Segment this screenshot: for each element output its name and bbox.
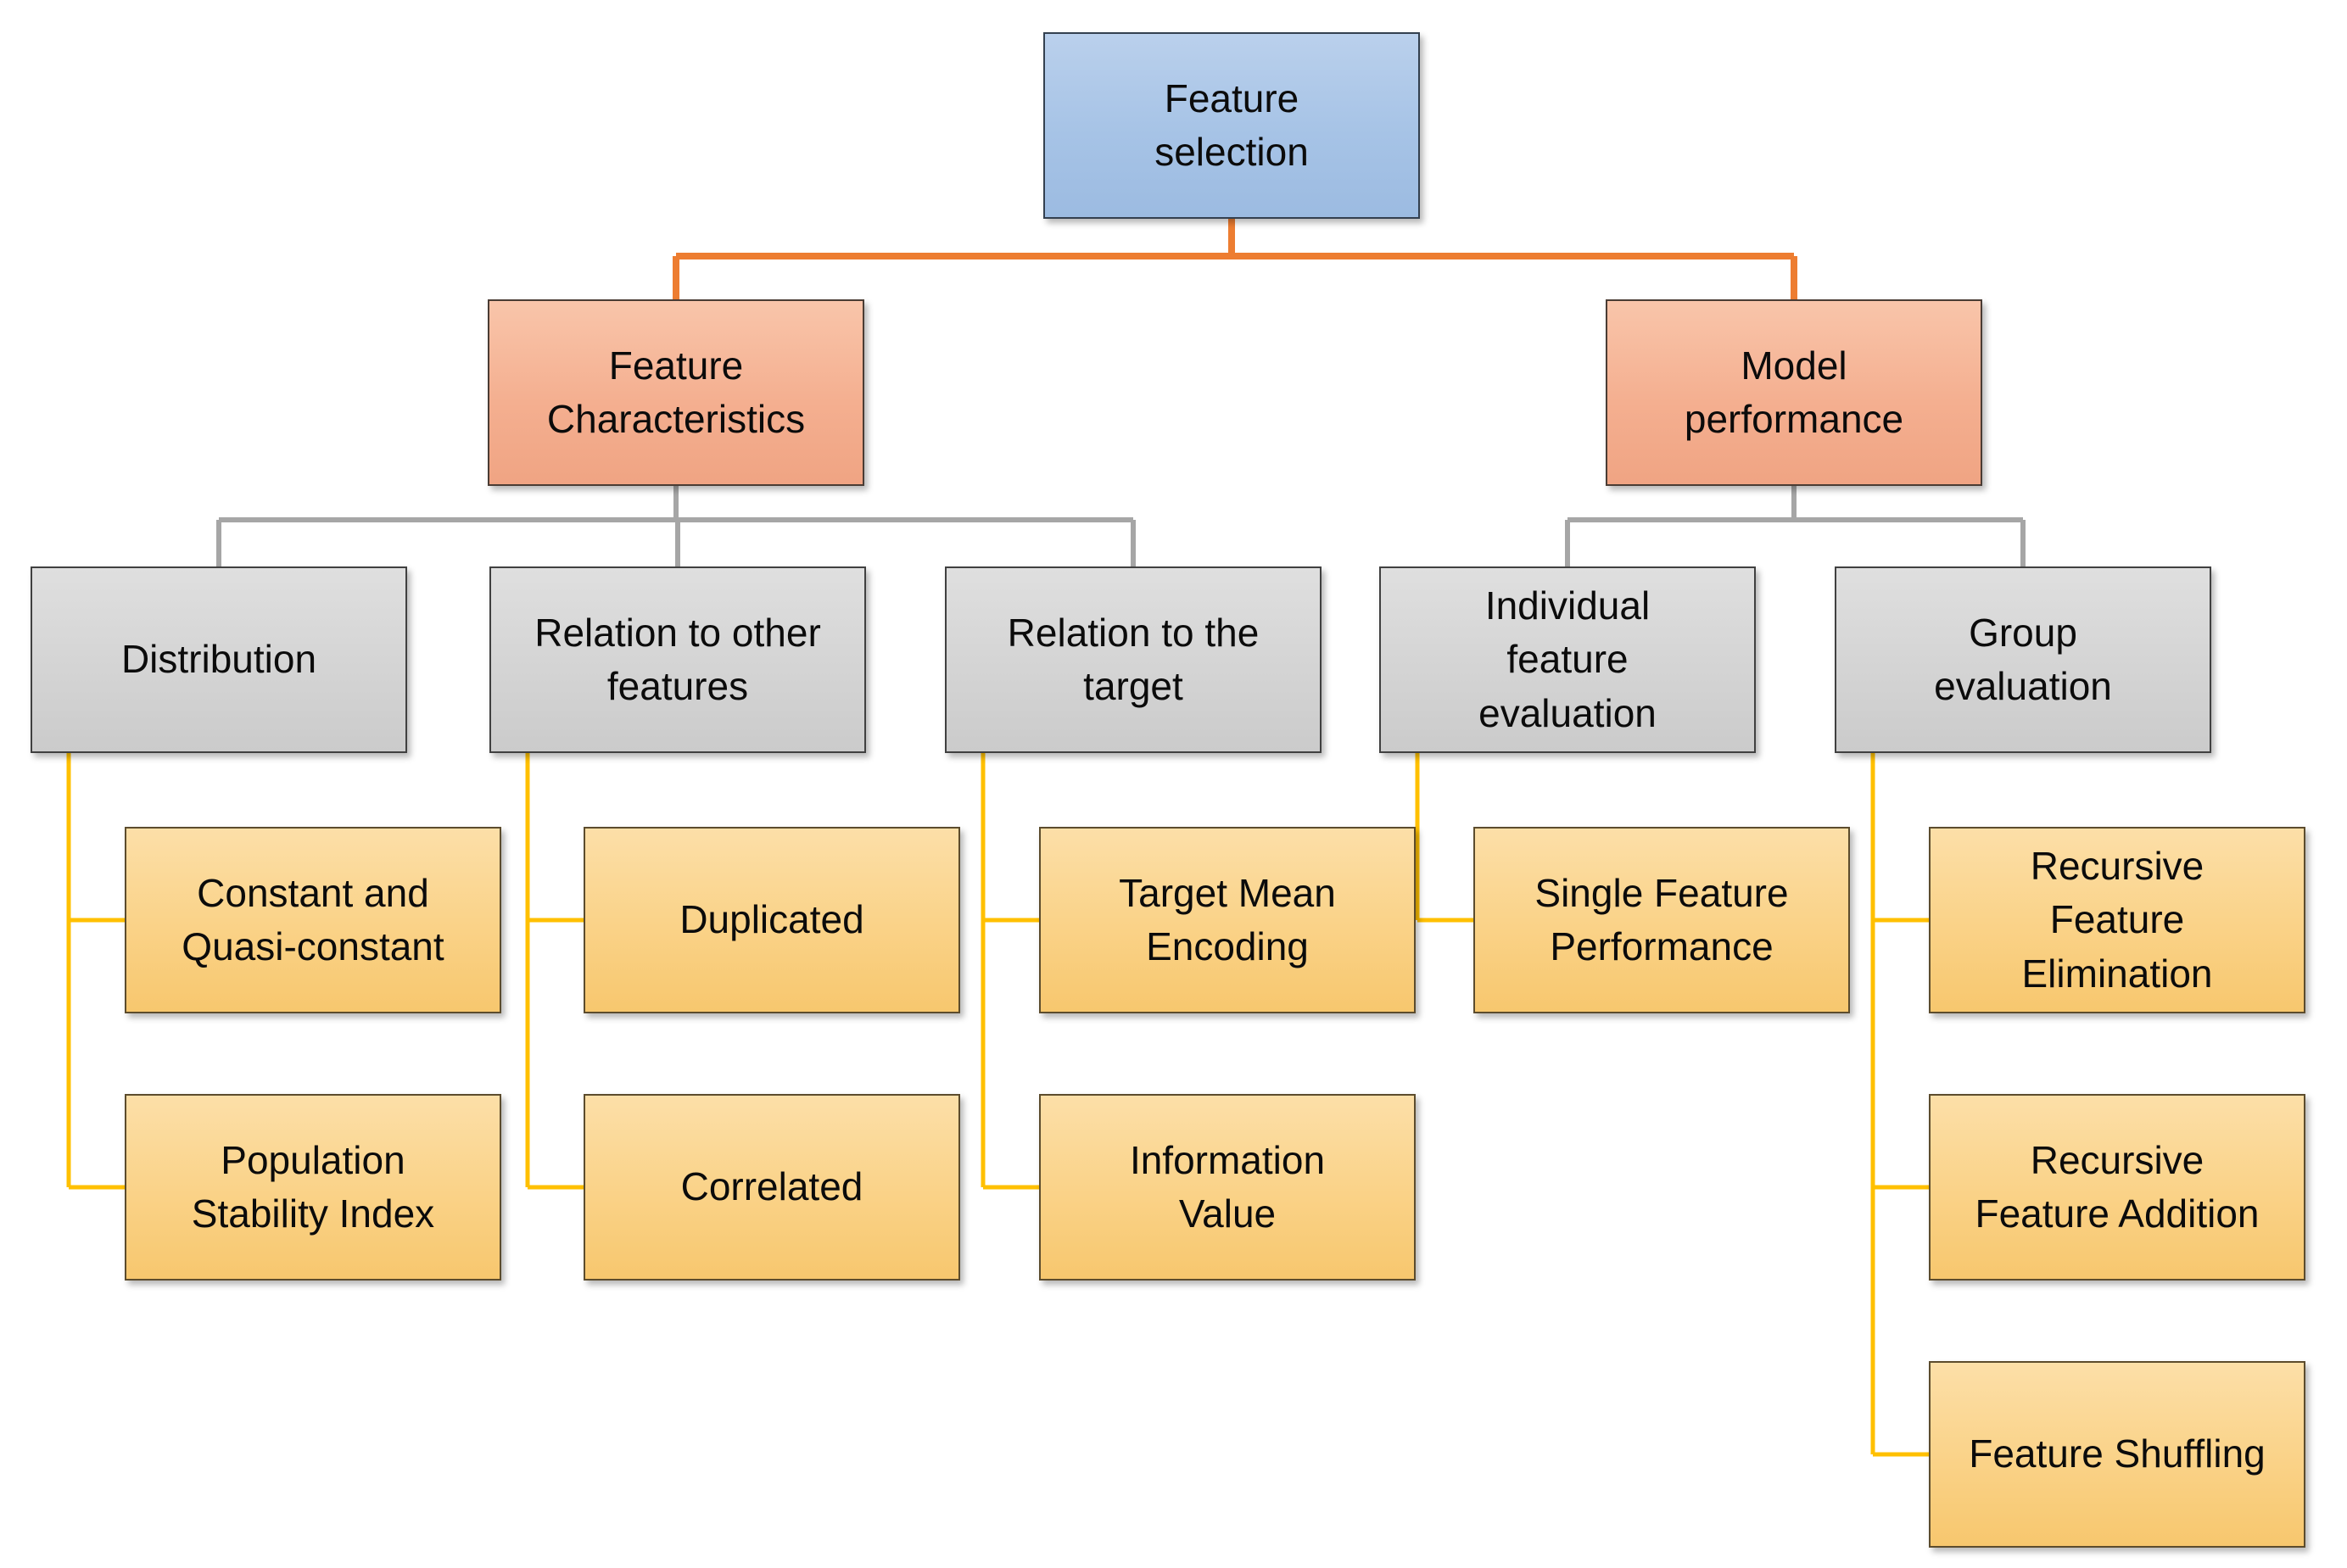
node-label: Recursive Feature Addition [1975,1137,2260,1236]
node-label: Information Value [1129,1137,1326,1236]
node-distribution: Distribution [31,566,407,753]
node-group-evaluation: Group evaluation [1835,566,2211,753]
node-recursive-feature-elimination: Recursive Feature Elimination [1929,827,2305,1013]
node-label: Feature Shuffling [1969,1431,2266,1476]
node-label: Group evaluation [1934,610,2112,708]
node-recursive-feature-addition: Recursive Feature Addition [1929,1094,2305,1281]
node-relation-to-the-target: Relation to the target [945,566,1322,753]
connector-root-branches [673,219,1797,299]
node-label: Duplicated [679,897,864,942]
node-population-stability-index: Population Stability Index [125,1094,501,1281]
node-label: Relation to the target [1007,610,1260,708]
node-label: Correlated [680,1164,863,1209]
node-information-value: Information Value [1039,1094,1416,1281]
node-label: Feature Characteristics [546,343,806,441]
node-label: Relation to other features [534,610,821,708]
node-feature-selection: Feature selection [1043,32,1420,219]
node-individual-feature-evaluation: Individual feature evaluation [1379,566,1756,753]
connector-category-leaves [66,753,1929,1457]
node-feature-characteristics: Feature Characteristics [488,299,864,486]
node-label: Model performance [1684,343,1904,441]
node-model-performance: Model performance [1606,299,1982,486]
node-target-mean-encoding: Target Mean Encoding [1039,827,1416,1013]
node-label: Population Stability Index [191,1137,435,1236]
node-label: Constant and Quasi-constant [182,870,444,968]
node-label: Single Feature Performance [1534,870,1789,968]
node-constant-and-quasi-constant: Constant and Quasi-constant [125,827,501,1013]
node-label: Recursive Feature Elimination [2021,843,2213,996]
node-single-feature-performance: Single Feature Performance [1473,827,1850,1013]
node-correlated: Correlated [584,1094,960,1281]
node-label: Distribution [120,637,317,682]
node-relation-to-other-features: Relation to other features [489,566,866,753]
node-feature-shuffling: Feature Shuffling [1929,1361,2305,1548]
node-label: Feature selection [1154,75,1309,174]
node-label: Target Mean Encoding [1119,870,1336,968]
node-label: Individual feature evaluation [1478,583,1657,735]
connector-branch-categories [216,486,2026,566]
node-duplicated: Duplicated [584,827,960,1013]
